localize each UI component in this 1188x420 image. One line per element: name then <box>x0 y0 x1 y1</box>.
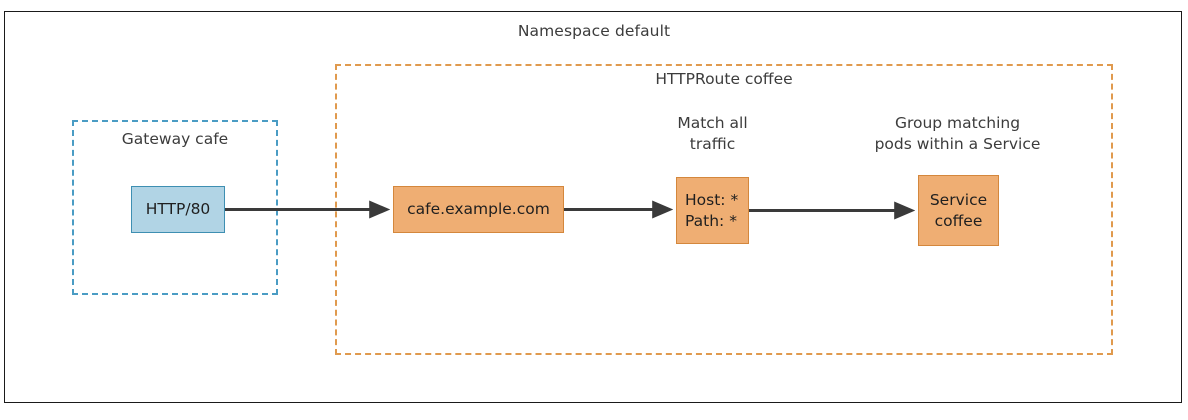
node-listener-http80[interactable]: HTTP/80 <box>131 186 225 233</box>
node-listener-label: HTTP/80 <box>145 200 211 219</box>
node-service-name-line: coffee <box>934 211 983 230</box>
namespace-label: Namespace default <box>517 22 671 40</box>
httproute-label: HTTPRoute coffee <box>655 70 793 88</box>
caption-group-matching-pods: Group matching pods within a Service <box>857 113 1058 156</box>
node-hostname-label: cafe.example.com <box>407 200 550 219</box>
node-service-coffee[interactable]: Service coffee <box>918 175 999 246</box>
node-match-path-line: Path: * <box>685 211 737 230</box>
node-hostname-cafe-example-com[interactable]: cafe.example.com <box>393 186 564 233</box>
node-service-kind-line: Service <box>929 190 988 209</box>
caption-service-line2: pods within a Service <box>874 135 1041 154</box>
caption-match-line2: traffic <box>689 135 736 154</box>
gateway-label: Gateway cafe <box>121 130 229 148</box>
node-match-host-line: Host: * <box>685 190 739 209</box>
caption-service-line1: Group matching <box>894 114 1021 132</box>
gateway-container <box>72 120 278 295</box>
caption-match-all-traffic: Match all traffic <box>632 113 793 156</box>
node-match-rules[interactable]: Host: * Path: * <box>676 177 749 244</box>
caption-match-line1: Match all <box>677 114 748 132</box>
